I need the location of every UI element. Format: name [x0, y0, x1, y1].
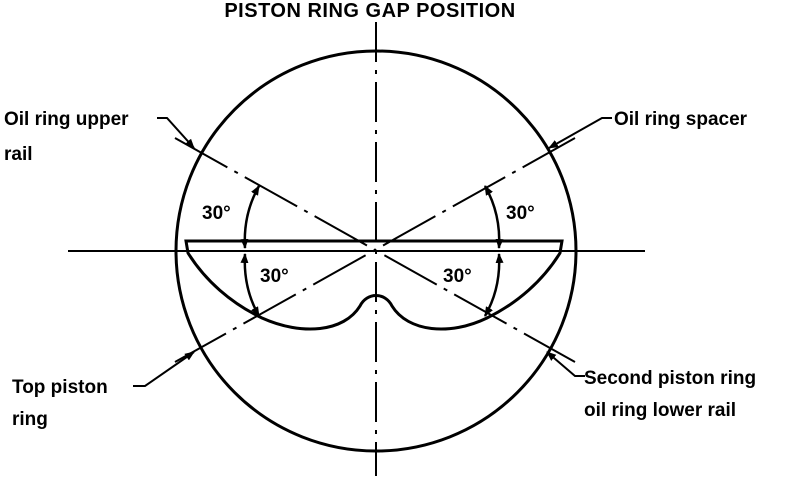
- angle-arc-upper-right: [483, 185, 504, 249]
- leader-oil-ring-upper-rail: [157, 117, 195, 149]
- label-top-piston-ring-line1: Top piston: [12, 377, 108, 398]
- angle-label-lower-left: 30°: [260, 266, 289, 287]
- label-top-piston-ring-line2: ring: [12, 409, 48, 430]
- leader-second-piston-ring: [546, 351, 585, 377]
- piston-crown-section: [184, 239, 564, 331]
- gap-line-upper-right-to-lower-left: [174, 137, 576, 363]
- angle-arc-upper-left: [240, 185, 261, 249]
- label-oil-ring-upper-rail-line2: rail: [4, 144, 33, 165]
- angle-label-upper-left: 30°: [202, 203, 231, 224]
- angle-label-upper-right: 30°: [506, 203, 535, 224]
- leader-top-piston-ring: [133, 351, 195, 387]
- leader-oil-ring-spacer: [548, 117, 612, 149]
- label-oil-ring-spacer: Oil ring spacer: [614, 109, 748, 130]
- label-oil-ring-upper-rail-line1: Oil ring upper: [4, 109, 129, 130]
- angle-arc-lower-left: [240, 253, 261, 317]
- angle-arc-lower-right: [483, 253, 504, 317]
- label-second-piston-ring-line2: oil ring lower rail: [584, 400, 736, 421]
- angle-label-lower-right: 30°: [443, 266, 472, 287]
- label-second-piston-ring-line1: Second piston ring: [584, 368, 756, 389]
- diagram-title: PISTON RING GAP POSITION: [224, 0, 515, 22]
